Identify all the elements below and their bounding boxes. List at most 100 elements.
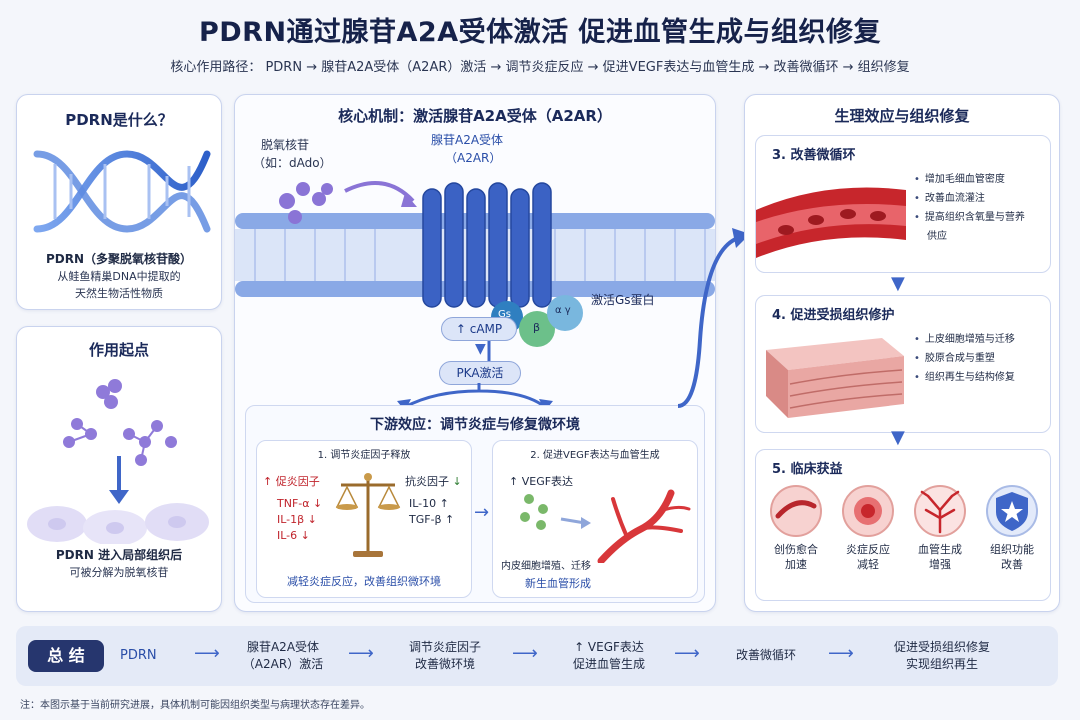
vegf-subbox: 2. 促进VEGF表达与血管生成 ↑ VEGF表达 内皮细胞增殖、迁移 新生血管… <box>492 440 698 598</box>
micro-item: 提高组织含氧量与营养 <box>914 208 1025 227</box>
receptor-label-2: （A2AR） <box>445 151 502 165</box>
vessel-sprout-icon <box>520 489 691 563</box>
wound-healing-icon <box>770 485 822 537</box>
il-1-beta: IL-1β ↓ <box>277 513 317 526</box>
summary-step-5: 改善微循环 <box>735 648 796 662</box>
microcirculation-title: 3. 改善微循环 <box>772 148 856 163</box>
downstream-title: 下游效应：调节炎症与修复微环境 <box>370 417 580 433</box>
page-title: PDRN通过腺苷A2A受体激活 促进血管生成与组织修复 <box>198 17 882 48</box>
pathway-subtitle: 核心作用路径： PDRN → 腺苷A2A受体（A2AR）激活 → 调节炎症反应 … <box>170 60 910 75</box>
alpha-gamma-label: α γ <box>555 305 571 316</box>
clinical-benefits-card: 5. 临床获益 创伤愈合 加速 炎症反应 减轻 血管生成 增强 <box>755 449 1051 601</box>
footnote: 注：本图示基于当前研究进展，具体机制可能因组织类型与病理状态存在差异。 <box>20 700 370 711</box>
summary-step-4-l2: 促进血管生成 <box>572 657 645 671</box>
start-desc-line2: 可被分解为脱氧核苷 <box>69 566 169 579</box>
gs-label: Gs <box>498 309 511 320</box>
tissue-repair-list: 上皮细胞增殖与迁移 胶原合成与重塑 组织再生与结构修复 <box>914 330 1015 387</box>
blood-vessel-icon <box>756 187 906 258</box>
summary-step-6-l1: 促进受损组织修复 <box>893 640 990 654</box>
tnf-alpha: TNF-α ↓ <box>277 497 323 510</box>
beta-label: β <box>533 321 541 334</box>
tgf-beta: TGF-β ↑ <box>409 513 455 526</box>
benefit-text: 改善 <box>1001 558 1023 571</box>
summary-step-3: 调节炎症因子 改善微环境 <box>390 639 500 673</box>
microcirculation-list: 增加毛细血管密度 改善血流灌注 提高组织含氧量与营养 <box>914 170 1025 227</box>
summary-step-2: 腺苷A2A受体 （A2AR）激活 <box>228 639 338 673</box>
sub-to-sub-arrow: → <box>474 502 490 523</box>
camp-pill: ↑ cAMP <box>441 317 517 341</box>
camp-to-pka-arrow: ▼ <box>475 341 486 357</box>
benefit-text: 血管生成 <box>918 543 962 556</box>
il-10: IL-10 ↑ <box>409 497 449 510</box>
pro-inflammatory-label: ↑ 促炎因子 <box>263 475 320 488</box>
benefit-text: 炎症反应 <box>846 543 890 556</box>
receptor-label-1: 腺苷A2A受体 <box>431 133 504 147</box>
physiological-title: 生理效应与组织修复 <box>834 107 970 125</box>
pka-pill: PKA激活 <box>439 361 521 385</box>
gs-activation-label: 激活Gs蛋白 <box>591 293 655 307</box>
summary-step-3-l2: 改善微环境 <box>414 657 475 671</box>
molecule-breakdown-icon <box>27 379 209 544</box>
anti-inflammatory-label: 抗炎因子 ↓ <box>405 475 462 488</box>
summary-step-6: 促进受损组织修复 实现组织再生 <box>872 639 1012 673</box>
summary-step-2-l1: 腺苷A2A受体 <box>246 640 320 654</box>
downstream-effects-box: 下游效应：调节炎症与修复微环境 1. 调节炎症因子释放 ↑ 促炎因子 TNF-α… <box>245 405 705 603</box>
summary-arrow: ⟶ <box>674 643 700 664</box>
summary-arrow: ⟶ <box>512 643 538 664</box>
physiological-effects-panel: 生理效应与组织修复 3. 改善微循环 增加毛细血管密度 改善血流灌注 提高组织含… <box>744 94 1060 612</box>
inflammation-caption: 减轻炎症反应，改善组织微环境 <box>287 575 441 588</box>
down-arrow-1: ▼ <box>891 273 905 294</box>
summary-arrow: ⟶ <box>194 643 220 664</box>
shield-star-icon <box>986 485 1038 537</box>
benefit-text: 增强 <box>929 558 951 571</box>
repair-item: 胶原合成与重塑 <box>914 349 1015 368</box>
summary-step-2-l2: （A2AR）激活 <box>242 657 324 671</box>
receptor-membrane-illustration <box>235 181 715 373</box>
summary-step-3-l1: 调节炎症因子 <box>408 640 481 654</box>
dna-helix-icon <box>33 150 211 233</box>
micro-item: 改善血流灌注 <box>914 189 1025 208</box>
tissue-layers-icon <box>766 338 904 418</box>
clinical-benefits-title: 5. 临床获益 <box>772 462 843 477</box>
micro-item-continuation: 供应 <box>927 231 947 242</box>
vegf-expression: ↑ VEGF表达 <box>509 475 574 488</box>
pdrn-desc-line2: 天然生物活性物质 <box>75 287 163 300</box>
pdrn-full-name: PDRN（多聚脱氧核苷酸） <box>45 252 193 266</box>
benefit-text: 组织功能 <box>990 543 1034 556</box>
benefit-function: 组织功能 改善 <box>978 484 1046 572</box>
what-is-pdrn-title: PDRN是什么？ <box>65 111 173 129</box>
tissue-repair-title: 4. 促进受损组织修护 <box>772 308 895 323</box>
summary-label: 总 结 <box>28 640 104 672</box>
benefit-angiogenesis: 血管生成 增强 <box>906 484 974 572</box>
inflammation-subbox: 1. 调节炎症因子释放 ↑ 促炎因子 TNF-α ↓ IL-1β ↓ IL-6 … <box>256 440 472 598</box>
summary-arrow: ⟶ <box>828 643 854 664</box>
benefit-text: 加速 <box>785 558 807 571</box>
microcirculation-card: 3. 改善微循环 增加毛细血管密度 改善血流灌注 提高组织含氧量与营养 供应 <box>755 135 1051 273</box>
repair-item: 上皮细胞增殖与迁移 <box>914 330 1015 349</box>
start-desc-line1: PDRN 进入局部组织后 <box>55 548 183 562</box>
inflammation-reduced-icon <box>842 485 894 537</box>
summary-step-1: PDRN <box>120 648 157 663</box>
down-arrow-2: ▼ <box>891 427 905 448</box>
what-is-pdrn-panel: PDRN是什么？ PDRN（多聚脱氧核苷酸） 从鲑鱼精巢DNA中提取的 天然生物… <box>16 94 222 310</box>
repair-item: 组织再生与结构修复 <box>914 368 1015 387</box>
summary-step-6-l2: 实现组织再生 <box>905 657 978 671</box>
inflammation-subtitle: 1. 调节炎症因子释放 <box>317 450 411 461</box>
pdrn-desc-line1: 从鲑鱼精巢DNA中提取的 <box>57 270 181 283</box>
benefit-text: 减轻 <box>857 558 879 571</box>
starting-point-title: 作用起点 <box>88 341 149 359</box>
summary-bar: 总 结 PDRN ⟶ 腺苷A2A受体 （A2AR）激活 ⟶ 调节炎症因子 改善微… <box>16 626 1058 686</box>
core-mechanism-panel: 核心机制：激活腺苷A2A受体（A2AR） <box>234 94 716 612</box>
core-mechanism-title: 核心机制：激活腺苷A2A受体（A2AR） <box>338 107 612 125</box>
ligand-label-2: （如：dAdo） <box>253 156 332 170</box>
summary-step-4-l1: ↑ VEGF表达 <box>574 640 644 654</box>
ligand-label-1: 脱氧核苷 <box>261 138 310 152</box>
vegf-subtitle: 2. 促进VEGF表达与血管生成 <box>530 450 660 461</box>
balance-scale-icon <box>335 473 401 557</box>
benefit-wound-healing: 创伤愈合 加速 <box>762 484 830 572</box>
anti-inflammatory-text: 抗炎因子 <box>405 475 449 488</box>
tissue-repair-card: 4. 促进受损组织修护 上皮细胞增殖与迁移 胶原合成与重塑 组织再生与结构修复 <box>755 295 1051 433</box>
benefit-inflammation: 炎症反应 减轻 <box>834 484 902 572</box>
benefit-text: 创伤愈合 <box>774 543 818 556</box>
new-vessel-label: 新生血管形成 <box>525 577 591 590</box>
